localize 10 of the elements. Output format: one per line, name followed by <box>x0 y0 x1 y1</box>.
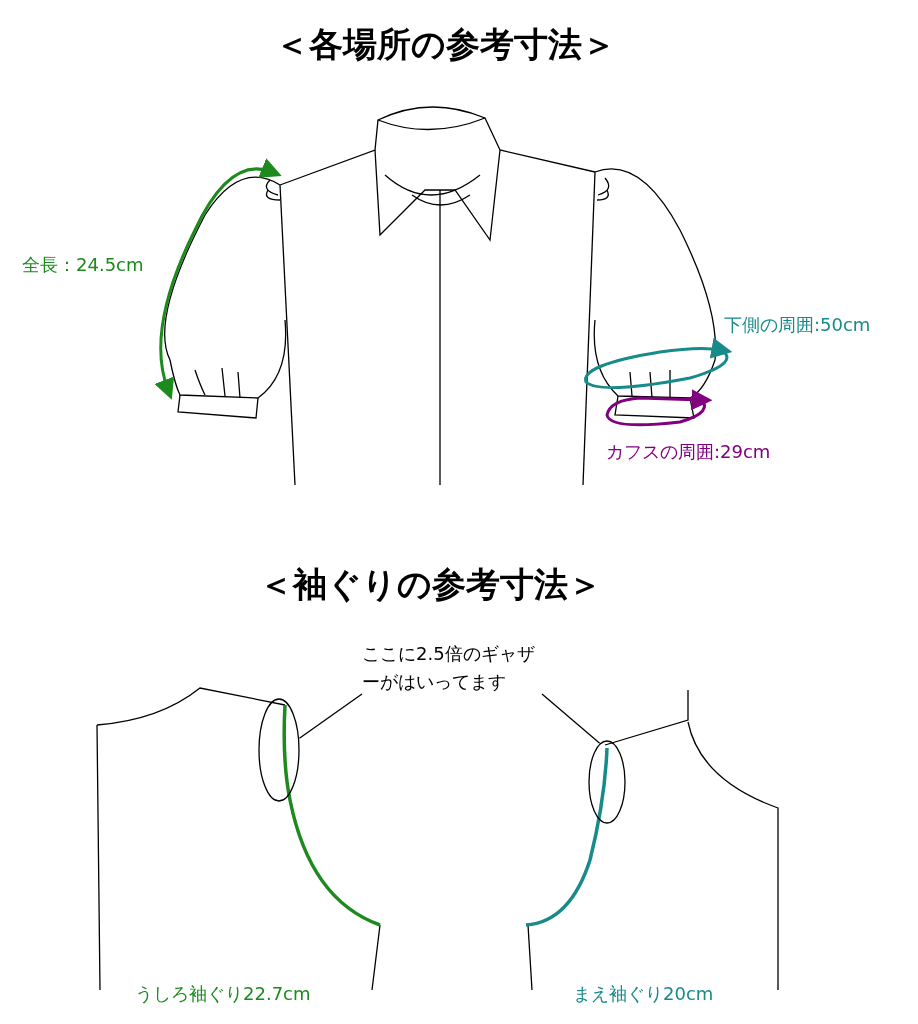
measurement-label: 下側の周囲:50cm <box>724 313 871 337</box>
callout-ellipse <box>258 698 300 802</box>
callout-ellipse <box>588 740 626 824</box>
heading: ＜各場所の参考寸法＞ <box>274 23 616 66</box>
note-text: ここに2.5倍のギャザーがはいってます <box>362 640 542 696</box>
measurement-label: 全長：24.5cm <box>22 253 144 277</box>
heading: ＜袖ぐりの参考寸法＞ <box>258 563 602 606</box>
measurement-label: うしろ袖ぐり22.7cm <box>135 982 311 1006</box>
measurement-label: まえ袖ぐり20cm <box>573 982 714 1006</box>
measurement-label: カフスの周囲:29cm <box>606 440 771 464</box>
